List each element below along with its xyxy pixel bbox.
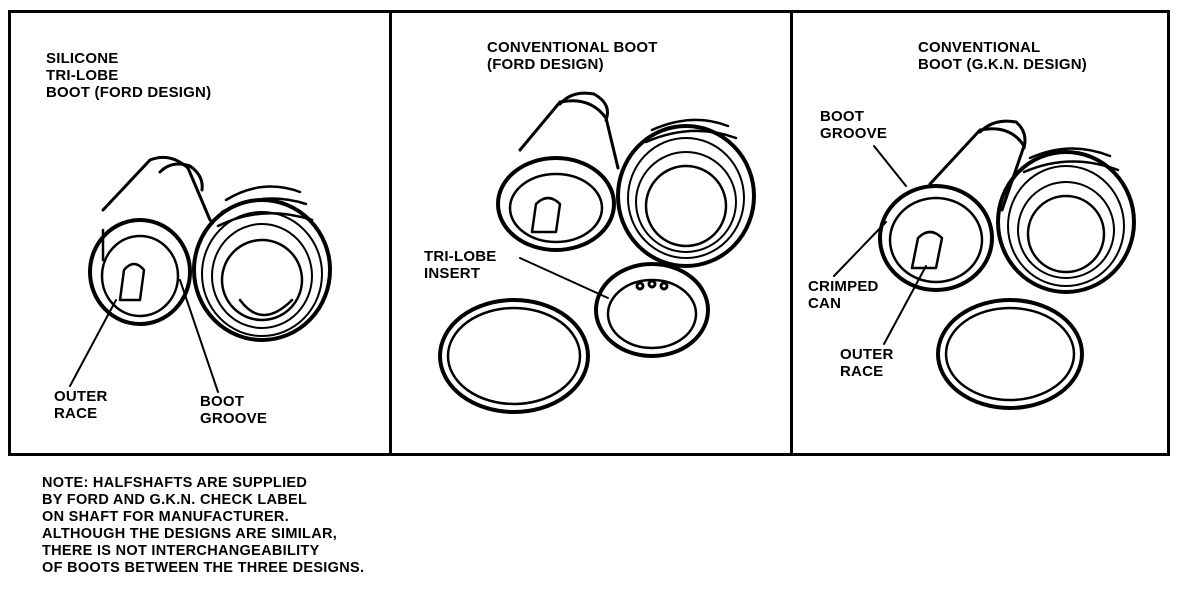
panel3-title: CONVENTIONAL BOOT (G.K.N. DESIGN) bbox=[918, 39, 1087, 73]
panel2-boot-drawing bbox=[616, 118, 756, 268]
diagram-frame bbox=[8, 10, 1170, 456]
panel3-boot-drawing bbox=[996, 147, 1136, 294]
panel1-boot-groove-label: BOOT GROOVE bbox=[200, 393, 268, 427]
note-text: NOTE: HALFSHAFTS ARE SUPPLIED BY FORD AN… bbox=[42, 475, 365, 576]
panel1-title: SILICONE TRI-LOBE BOOT (FORD DESIGN) bbox=[46, 50, 212, 101]
panel3-outer-race-label: OUTER RACE bbox=[840, 346, 894, 380]
panel2-tri-lobe-insert-label: TRI-LOBE INSERT bbox=[424, 248, 497, 282]
panel1-boot-drawing bbox=[192, 185, 332, 342]
panel2-outer-race-drawing bbox=[496, 91, 620, 252]
panel1-leader-lines bbox=[69, 279, 219, 393]
panel-divider-1 bbox=[389, 10, 392, 456]
panel2-leader-lines bbox=[519, 257, 609, 299]
panel3-leader-lines bbox=[833, 145, 927, 345]
panel3-crimped-can-label: CRIMPED CAN bbox=[808, 278, 879, 312]
panel2-title: CONVENTIONAL BOOT (FORD DESIGN) bbox=[487, 39, 658, 73]
panel3-clamp-drawing bbox=[936, 298, 1084, 410]
panel1-outer-race-drawing bbox=[88, 155, 212, 326]
panel3-outer-race-drawing bbox=[878, 119, 1027, 292]
panel-divider-2 bbox=[790, 10, 793, 456]
panel2-clamp-drawing bbox=[438, 298, 590, 414]
panel1-outer-race-label: OUTER RACE bbox=[54, 388, 108, 422]
panel3-boot-groove-label: BOOT GROOVE bbox=[820, 108, 888, 142]
panel2-insert-drawing bbox=[594, 262, 710, 358]
